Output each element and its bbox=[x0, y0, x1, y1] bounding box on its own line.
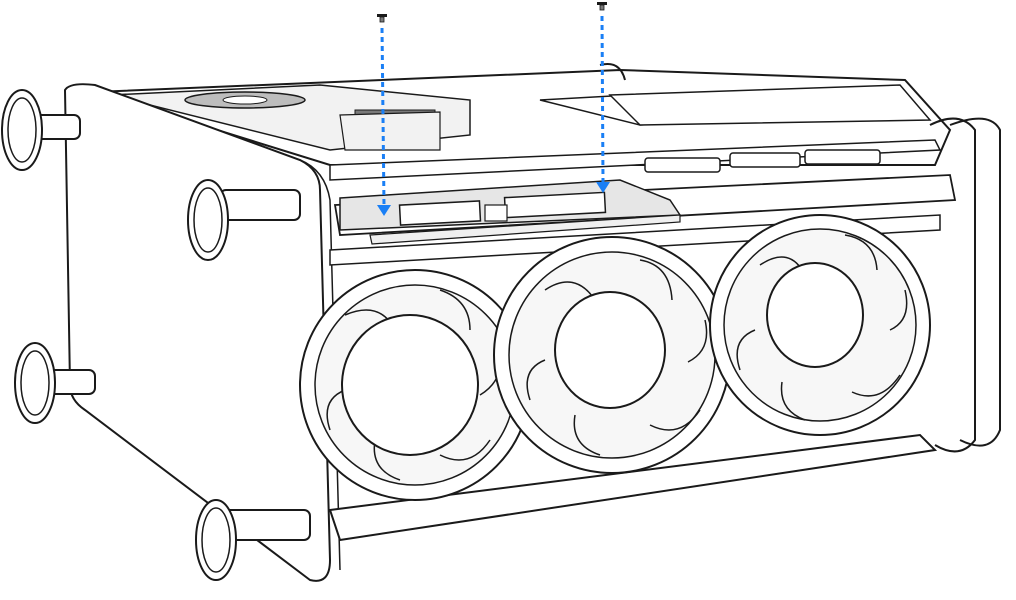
foot-bottom-left bbox=[14, 342, 96, 424]
foot-top-right bbox=[187, 179, 301, 261]
fan-middle bbox=[493, 236, 731, 474]
side-panel bbox=[63, 83, 341, 582]
foot-top-left bbox=[1, 89, 81, 171]
screw-left-icon bbox=[377, 14, 387, 23]
arrow-right bbox=[596, 15, 610, 193]
foot-bottom-right bbox=[195, 499, 311, 581]
board-tray bbox=[333, 174, 957, 245]
chassis-top bbox=[94, 63, 1001, 453]
arrow-left bbox=[377, 27, 391, 216]
fan-left bbox=[299, 269, 531, 501]
screw-right-icon bbox=[597, 2, 607, 11]
fan-right bbox=[709, 214, 931, 436]
